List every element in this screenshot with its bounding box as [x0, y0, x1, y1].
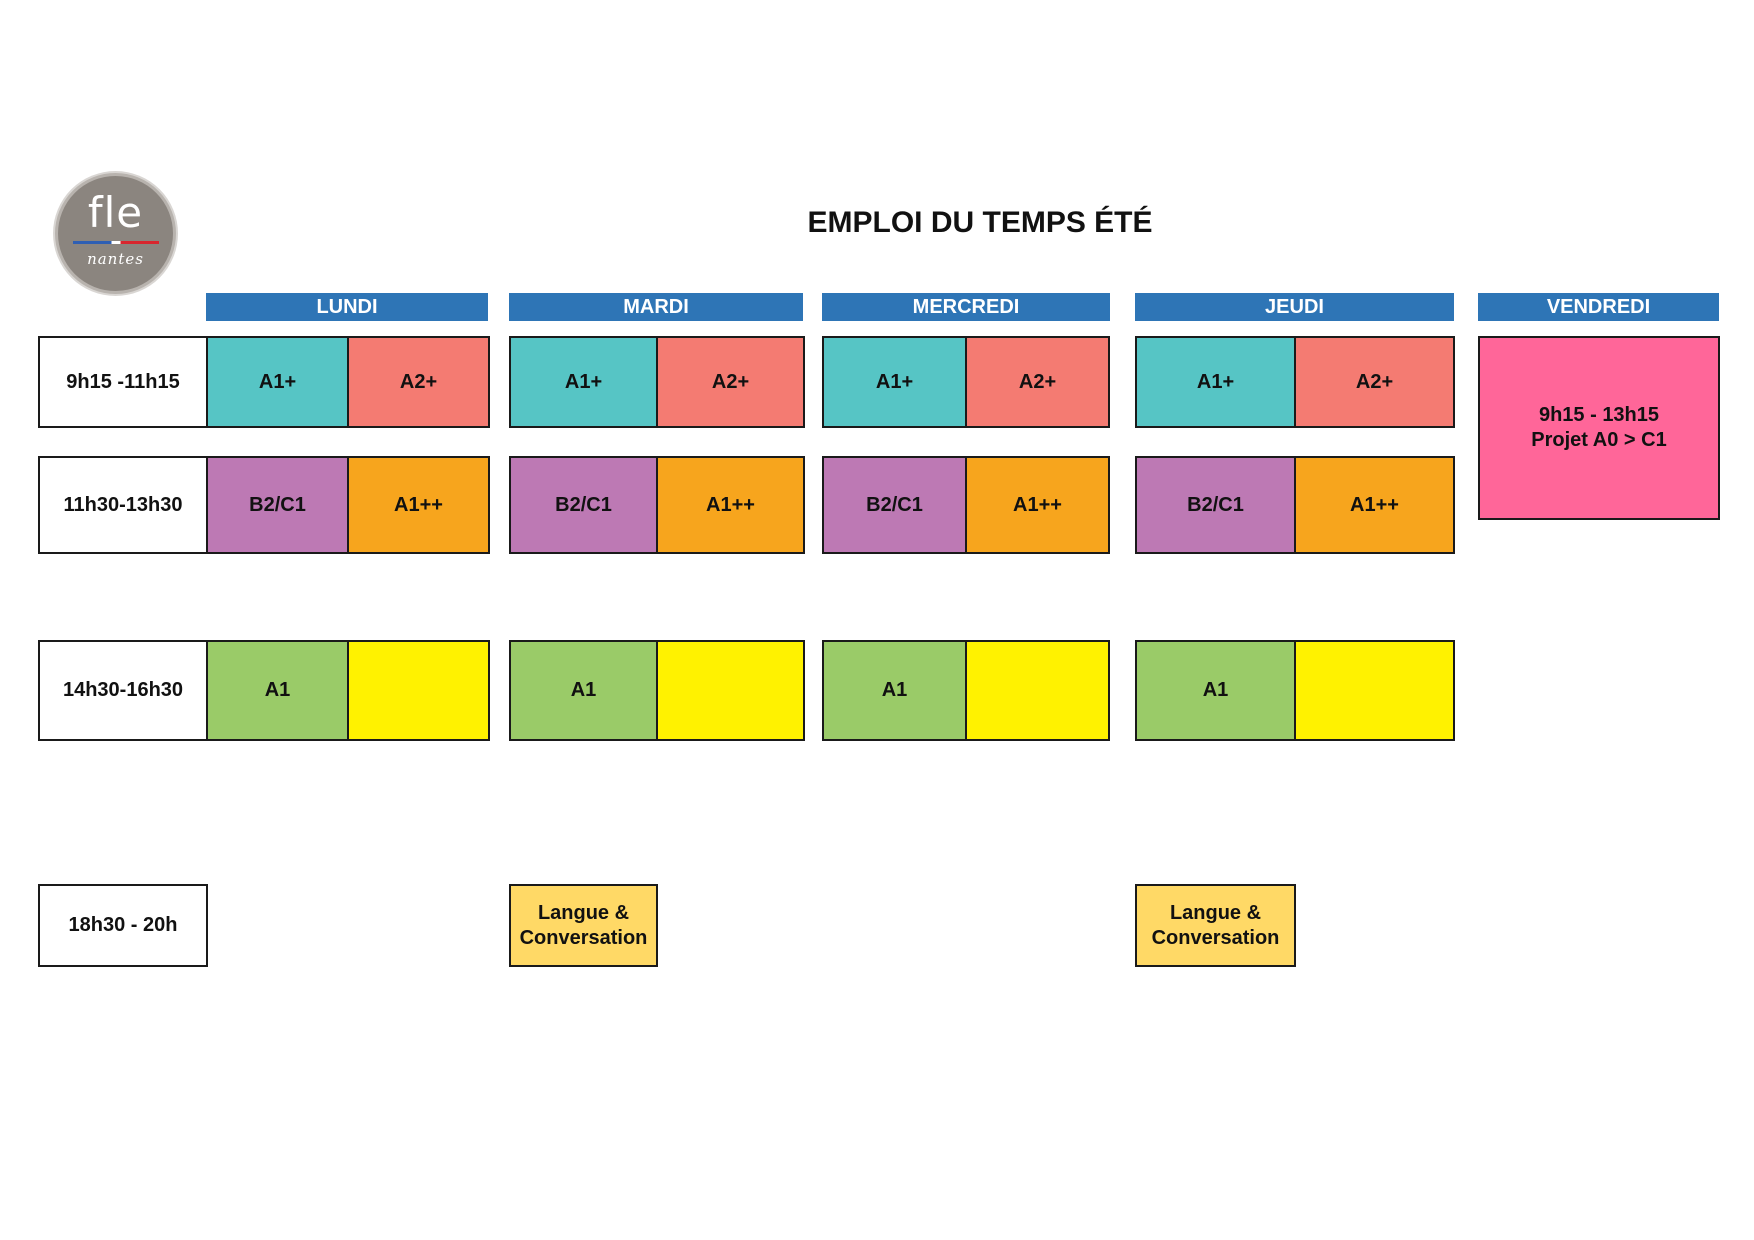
jeudi-slot1-a2plus: A2+: [1294, 336, 1455, 428]
logo-flag-bar: [73, 241, 159, 244]
jeudi-slot3-yellow: [1294, 640, 1455, 741]
lundi-slot1-a2plus: A2+: [347, 336, 490, 428]
logo-text: fle: [87, 188, 144, 237]
time-slot-4: 18h30 - 20h: [38, 884, 208, 967]
page-title: EMPLOI DU TEMPS ÉTÉ: [807, 206, 1153, 239]
mercredi-slot3-a1: A1: [822, 640, 967, 741]
time-slot-2: 11h30-13h30: [38, 456, 208, 554]
vendredi-time: 9h15 - 13h15: [1538, 404, 1660, 426]
mardi-slot1-a2plus: A2+: [656, 336, 805, 428]
lundi-slot3-yellow: [347, 640, 490, 741]
logo-subtext: nantes: [87, 250, 144, 268]
mardi-slot1-a1plus: A1+: [509, 336, 658, 428]
day-header-lundi: LUNDI: [206, 293, 488, 321]
time-slot-1: 9h15 -11h15: [38, 336, 208, 428]
mercredi-slot1-a1plus: A1+: [822, 336, 967, 428]
jeudi-slot2-a1plusplus: A1++: [1294, 456, 1455, 554]
mercredi-slot1-a2plus: A2+: [965, 336, 1110, 428]
mercredi-slot2-b2c1: B2/C1: [822, 456, 967, 554]
vendredi-label: Projet A0 > C1: [1531, 429, 1667, 451]
day-header-mardi: MARDI: [509, 293, 803, 321]
jeudi-slot1-a1plus: A1+: [1135, 336, 1296, 428]
mardi-slot3-yellow: [656, 640, 805, 741]
mercredi-slot3-yellow: [965, 640, 1110, 741]
mardi-slot2-b2c1: B2/C1: [509, 456, 658, 554]
day-header-vendredi: VENDREDI: [1478, 293, 1719, 321]
jeudi-slot3-a1: A1: [1135, 640, 1296, 741]
time-slot-3: 14h30-16h30: [38, 640, 208, 741]
jeudi-evening-conversation: Langue & Conversation: [1135, 884, 1296, 967]
mardi-slot3-a1: A1: [509, 640, 658, 741]
day-header-mercredi: MERCREDI: [822, 293, 1110, 321]
jeudi-slot2-b2c1: B2/C1: [1135, 456, 1296, 554]
lundi-slot1-a1plus: A1+: [206, 336, 349, 428]
fle-nantes-logo: fle nantes: [55, 173, 176, 294]
lundi-slot2-b2c1: B2/C1: [206, 456, 349, 554]
mardi-slot2-a1plusplus: A1++: [656, 456, 805, 554]
mercredi-slot2-a1plusplus: A1++: [965, 456, 1110, 554]
vendredi-projet-block: 9h15 - 13h15 Projet A0 > C1: [1478, 336, 1720, 520]
lundi-slot3-a1: A1: [206, 640, 349, 741]
day-header-jeudi: JEUDI: [1135, 293, 1454, 321]
mardi-evening-conversation: Langue & Conversation: [509, 884, 658, 967]
lundi-slot2-a1plusplus: A1++: [347, 456, 490, 554]
